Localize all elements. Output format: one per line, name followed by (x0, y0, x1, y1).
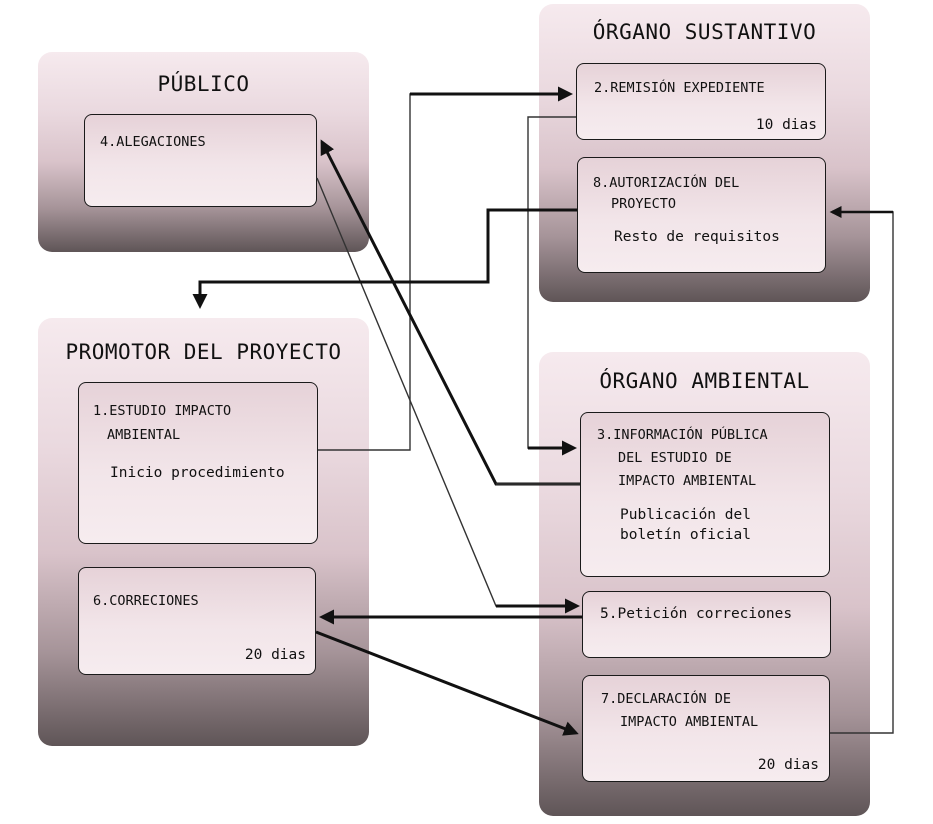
peticion-label: 5.Petición correciones (600, 606, 793, 622)
correciones-note: 20 dias (244, 647, 306, 663)
correciones-label: 6.CORRECIONES (93, 593, 199, 609)
remision-note: 10 dias (755, 117, 817, 133)
alegaciones-label: 4.ALEGACIONES (100, 134, 206, 150)
panel-organo-sustantivo-title: ÓRGANO SUSTANTIVO (592, 20, 817, 44)
remision-label: 2.REMISIÓN EXPEDIENTE (594, 80, 765, 96)
autorizacion-label-1: 8.AUTORIZACIÓN DEL (593, 175, 740, 191)
informacion-label-1: 3.INFORMACIÓN PÚBLICA (597, 427, 768, 443)
box-declaracion: 7.DECLARACIÓN DE IMPACTO AMBIENTAL 20 di… (582, 675, 830, 782)
estudio-label-1: 1.ESTUDIO IMPACTO (93, 403, 232, 419)
declaracion-label-1: 7.DECLARACIÓN DE (601, 691, 732, 707)
autorizacion-note: Resto de requisitos (614, 229, 780, 245)
informacion-note-1: Publicación del (620, 507, 751, 523)
box-remision-expediente: 2.REMISIÓN EXPEDIENTE 10 dias (576, 63, 826, 140)
declaracion-label-2: IMPACTO AMBIENTAL (620, 714, 759, 730)
panel-organo-ambiental-title: ÓRGANO AMBIENTAL (599, 369, 810, 393)
estudio-label-2: AMBIENTAL (107, 427, 181, 443)
declaracion-note: 20 dias (757, 757, 819, 773)
box-alegaciones: 4.ALEGACIONES (84, 114, 317, 207)
box-informacion-publica: 3.INFORMACIÓN PÚBLICA DEL ESTUDIO DE IMP… (580, 412, 830, 577)
box-peticion-correciones: 5.Petición correciones (582, 591, 831, 658)
informacion-label-2: DEL ESTUDIO DE (618, 450, 732, 466)
panel-publico-title: PÚBLICO (157, 72, 250, 96)
autorizacion-label-2: PROYECTO (611, 196, 677, 212)
box-correciones: 6.CORRECIONES 20 dias (78, 567, 316, 675)
informacion-note-2: boletín oficial (620, 527, 751, 543)
box-estudio-impacto: 1.ESTUDIO IMPACTO AMBIENTAL Inicio proce… (78, 382, 318, 544)
panel-promotor-title: PROMOTOR DEL PROYECTO (65, 340, 342, 364)
estudio-note: Inicio procedimiento (110, 465, 285, 481)
informacion-label-3: IMPACTO AMBIENTAL (618, 473, 757, 489)
box-autorizacion: 8.AUTORIZACIÓN DEL PROYECTO Resto de req… (577, 157, 826, 273)
